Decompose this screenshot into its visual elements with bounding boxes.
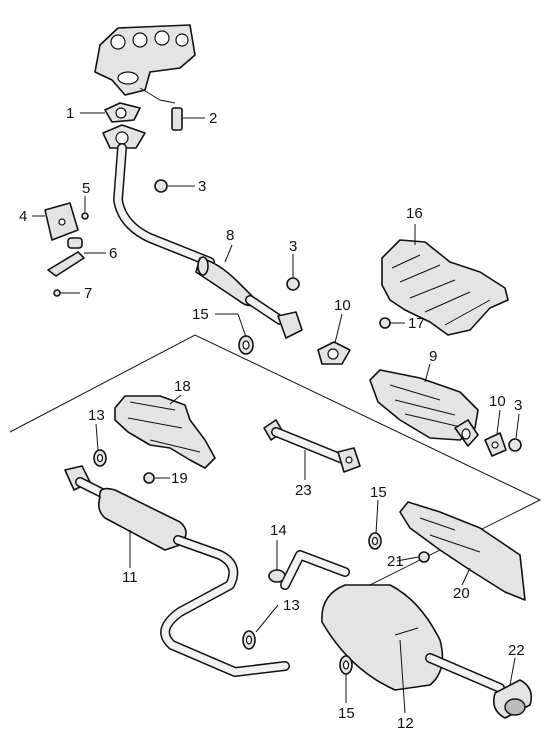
callout-15-upper: 15 bbox=[192, 306, 209, 323]
nut-part-3-top bbox=[154, 179, 168, 193]
front-pipe-part-8 bbox=[113, 143, 303, 339]
heat-shield-part-16 bbox=[381, 239, 509, 336]
center-muffler-part-11 bbox=[64, 465, 290, 677]
callout-3-right: 3 bbox=[514, 397, 522, 414]
callout-10-mid: 10 bbox=[334, 297, 351, 314]
callout-15-bottom: 15 bbox=[338, 705, 355, 722]
nut-part-3-mid bbox=[286, 277, 300, 291]
gasket-part-1 bbox=[104, 102, 141, 123]
callout-1: 1 bbox=[66, 105, 74, 122]
callout-5: 5 bbox=[82, 180, 90, 197]
bracket-part-4 bbox=[44, 202, 79, 241]
callout-21: 21 bbox=[387, 553, 404, 570]
callout-16: 16 bbox=[406, 205, 423, 222]
callout-22: 22 bbox=[508, 642, 525, 659]
heat-shield-part-18 bbox=[114, 395, 216, 469]
nut-part-21 bbox=[418, 551, 430, 563]
leader-lines bbox=[32, 112, 520, 714]
callout-3-mid: 3 bbox=[289, 238, 297, 255]
callout-4: 4 bbox=[19, 208, 27, 225]
front-pipe-flange bbox=[102, 124, 146, 149]
catalytic-converter-part-9 bbox=[369, 369, 479, 447]
callout-6: 6 bbox=[109, 245, 117, 262]
hanger-part-13-lower bbox=[242, 630, 256, 650]
callout-7: 7 bbox=[84, 285, 92, 302]
gasket-part-10-right bbox=[484, 432, 507, 457]
callout-23: 23 bbox=[295, 482, 312, 499]
callout-9: 9 bbox=[429, 348, 437, 365]
hanger-part-13-upper bbox=[93, 449, 107, 467]
callout-13-lower: 13 bbox=[283, 597, 300, 614]
washer-part-15-right bbox=[368, 532, 382, 550]
gasket-part-10-mid bbox=[317, 341, 351, 365]
washer-part-15-bottom bbox=[339, 655, 353, 675]
callout-18: 18 bbox=[174, 378, 191, 395]
stud-part-2 bbox=[171, 107, 183, 131]
callout-14: 14 bbox=[270, 522, 287, 539]
callout-17: 17 bbox=[408, 315, 425, 332]
callout-11: 11 bbox=[122, 569, 138, 586]
callout-10-right: 10 bbox=[489, 393, 506, 410]
callout-2: 2 bbox=[209, 110, 217, 127]
rear-muffler-part-12 bbox=[280, 550, 505, 693]
bolt-part-5 bbox=[81, 212, 89, 220]
hanger-part-6 bbox=[47, 237, 85, 277]
nut-part-3-right bbox=[508, 438, 522, 452]
nut-part-17 bbox=[379, 317, 391, 329]
exhaust-manifold bbox=[94, 24, 196, 96]
callout-8: 8 bbox=[226, 227, 234, 244]
callout-19: 19 bbox=[171, 470, 188, 487]
intermediate-pipe-part-23 bbox=[263, 419, 361, 473]
callout-13-upper: 13 bbox=[88, 407, 105, 424]
callout-20: 20 bbox=[453, 585, 470, 602]
bolt-part-7 bbox=[53, 289, 61, 297]
nut-part-19 bbox=[143, 472, 155, 484]
heat-shield-part-20 bbox=[399, 501, 526, 601]
tail-pipe-part-22 bbox=[492, 679, 533, 719]
washer-part-15-upper bbox=[238, 335, 254, 355]
callout-15-right: 15 bbox=[370, 484, 387, 501]
callout-3-top: 3 bbox=[198, 178, 206, 195]
callout-12: 12 bbox=[397, 715, 414, 732]
